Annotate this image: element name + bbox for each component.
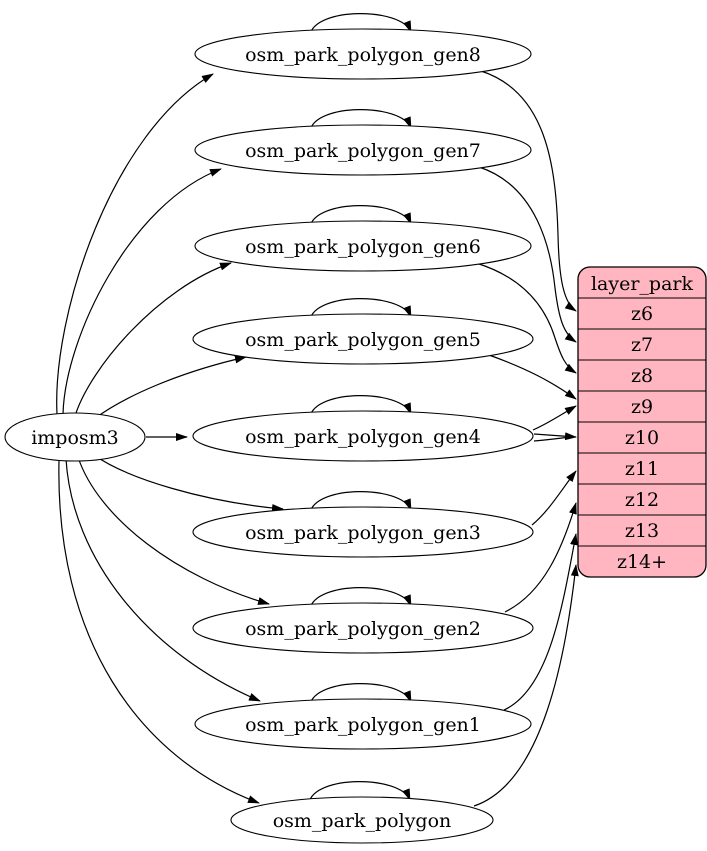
node-label: osm_park_polygon: [273, 810, 452, 832]
ellipse-shape: [4, 412, 146, 462]
node-osm-park-polygon-gen7: osm_park_polygon_gen7: [194, 124, 532, 176]
self-loop-osm-park-polygon-gen8: [309, 13, 412, 36]
ellipse-shape: [192, 602, 534, 654]
record-row-z11: z11: [625, 458, 659, 480]
edge-imposm3-osm-park-polygon: [58, 459, 260, 804]
node-label: osm_park_polygon_gen7: [245, 140, 481, 162]
edge-osm-park-polygon-gen6-z8: [475, 262, 577, 374]
edge-osm-park-polygon-gen4-z9: [532, 405, 577, 431]
node-label: imposm3: [31, 427, 119, 449]
record-row-z7: z7: [631, 334, 653, 356]
ellipse-shape: [194, 220, 532, 272]
ellipse-shape: [192, 313, 534, 365]
record-row-z14: z14+: [617, 551, 667, 573]
node-osm-park-polygon-gen2: osm_park_polygon_gen2: [192, 602, 534, 654]
edges-from-source: [56, 73, 284, 804]
node-label: osm_park_polygon_gen1: [245, 714, 481, 736]
node-osm-park-polygon-gen5: osm_park_polygon_gen5: [192, 313, 534, 365]
node-osm-park-polygon-gen8: osm_park_polygon_gen8: [194, 28, 532, 80]
node-label: osm_park_polygon_gen5: [245, 329, 481, 351]
edge-osm-park-polygon-gen1-z13: [503, 533, 578, 711]
edge-imposm3-osm-park-polygon-gen7: [62, 168, 222, 415]
ellipse-shape: [194, 698, 532, 750]
self-loops: [308, 13, 412, 804]
node-osm-park-polygon-gen6: osm_park_polygon_gen6: [194, 220, 532, 272]
ellipse-shape: [194, 124, 532, 176]
edge-osm-park-polygon-gen7-z7: [478, 166, 577, 343]
edge-imposm3-osm-park-polygon-gen2: [77, 456, 270, 605]
edge-imposm3-osm-park-polygon-gen6: [74, 262, 232, 417]
node-osm-park-polygon-gen4: osm_park_polygon_gen4: [192, 410, 534, 462]
edge-osm-park-polygon-gen4-z10: [533, 432, 577, 441]
self-loop-osm-park-polygon: [308, 781, 411, 804]
node-label: osm_park_polygon_gen4: [245, 426, 481, 448]
record-row-z6: z6: [631, 303, 653, 325]
self-loop-osm-park-polygon-gen7: [309, 109, 412, 132]
self-loop-osm-park-polygon-gen4: [309, 395, 412, 418]
node-label: osm_park_polygon_gen2: [245, 618, 481, 640]
edge-imposm3-osm-park-polygon-gen5: [93, 355, 247, 420]
record-row-z9: z9: [631, 396, 653, 418]
ellipse-shape: [194, 28, 532, 80]
edge-osm-park-polygon-gen2-z12: [504, 502, 577, 613]
node-imposm3: imposm3: [4, 412, 146, 462]
node-osm-park-polygon: osm_park_polygon: [230, 796, 494, 844]
edge-osm-park-polygon-gen8-z6: [480, 70, 577, 312]
edge-osm-park-polygon-z14: [473, 564, 579, 807]
node-layer-park: layer_park z6 z7 z8 z9 z10 z11 z12 z13 z…: [577, 266, 707, 578]
edge-imposm3-osm-park-polygon-gen3: [93, 454, 284, 512]
record-row-z13: z13: [625, 520, 659, 542]
edge-imposm3-osm-park-polygon-gen1: [65, 458, 261, 702]
self-loop-osm-park-polygon-gen2: [309, 587, 412, 610]
edge-osm-park-polygon-gen4-z10-parallel: [533, 436, 573, 442]
edges-to-layer: [473, 70, 579, 807]
node-label: osm_park_polygon_gen8: [245, 44, 481, 66]
node-osm-park-polygon-gen3: osm_park_polygon_gen3: [192, 506, 534, 558]
edge-osm-park-polygon-gen5-z9: [488, 354, 577, 400]
self-loop-osm-park-polygon-gen5: [309, 298, 412, 321]
record-row-z8: z8: [631, 365, 653, 387]
self-loop-osm-park-polygon-gen6: [309, 205, 412, 228]
self-loop-osm-park-polygon-gen3: [309, 491, 412, 514]
record-row-z12: z12: [625, 489, 659, 511]
record-row-z10: z10: [625, 427, 659, 449]
ellipse-shape: [192, 506, 534, 558]
self-loop-osm-park-polygon-gen1: [309, 683, 412, 706]
node-label: osm_park_polygon_gen3: [245, 522, 481, 544]
edge-imposm3-osm-park-polygon-gen8: [56, 73, 214, 415]
record-title: layer_park: [591, 273, 694, 295]
ellipse-shape: [192, 410, 534, 462]
ellipse-shape: [230, 796, 494, 844]
edge-osm-park-polygon-gen3-z11: [531, 470, 577, 526]
node-osm-park-polygon-gen1: osm_park_polygon_gen1: [194, 698, 532, 750]
node-label: osm_park_polygon_gen6: [245, 236, 481, 258]
